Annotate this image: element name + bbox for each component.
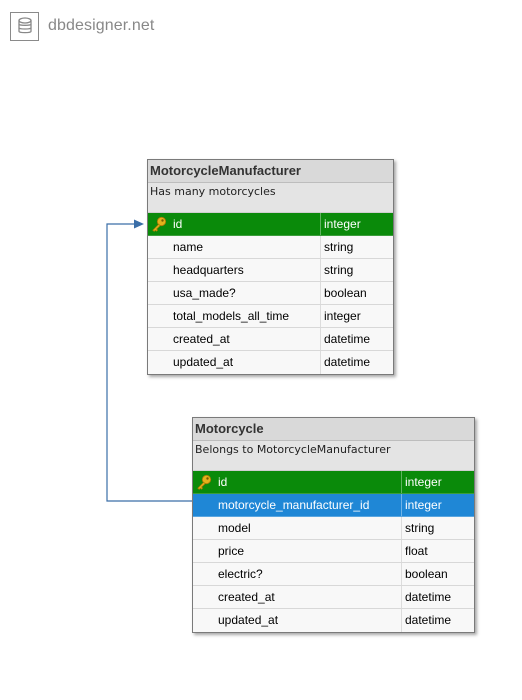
column-icon-slot — [193, 563, 215, 585]
column-icon-slot — [148, 236, 170, 258]
brand-name: dbdesigner.net — [48, 17, 155, 34]
column-icon-slot — [193, 586, 215, 608]
column-name: headquarters — [170, 259, 321, 281]
table-title: Motorcycle — [193, 418, 474, 441]
table-note: Has many motorcycles — [148, 183, 393, 213]
column-name: updated_at — [215, 609, 402, 632]
table-motorcyclemanufacturer[interactable]: MotorcycleManufacturer Has many motorcyc… — [147, 159, 394, 375]
table-note: Belongs to MotorcycleManufacturer — [193, 441, 474, 471]
column-name: electric? — [215, 563, 402, 585]
column-name: motorcycle_manufacturer_id — [215, 494, 402, 516]
column-icon-slot — [193, 540, 215, 562]
column-row-usa-made[interactable]: usa_made?boolean — [148, 282, 393, 305]
column-name: id — [170, 213, 321, 235]
column-row-electric[interactable]: electric?boolean — [193, 563, 474, 586]
primary-key-icon — [193, 471, 215, 493]
table-motorcycle[interactable]: Motorcycle Belongs to MotorcycleManufact… — [192, 417, 475, 633]
column-type: datetime — [405, 590, 452, 604]
column-name: created_at — [170, 328, 321, 350]
column-type: string — [324, 240, 354, 254]
column-type: datetime — [324, 332, 371, 346]
primary-key-icon — [148, 213, 170, 235]
column-name: price — [215, 540, 402, 562]
column-icon-slot — [148, 282, 170, 304]
column-type: string — [324, 263, 354, 277]
column-type: boolean — [324, 286, 367, 300]
column-name: name — [170, 236, 321, 258]
logo[interactable]: dbdesigner.net — [10, 10, 154, 42]
table-title: MotorcycleManufacturer — [148, 160, 393, 183]
column-name: id — [215, 471, 402, 493]
column-name: created_at — [215, 586, 402, 608]
column-name: total_models_all_time — [170, 305, 321, 327]
column-icon-slot — [148, 351, 170, 374]
column-type: string — [405, 521, 435, 535]
column-type: datetime — [324, 355, 371, 369]
database-icon — [10, 11, 39, 41]
column-icon-slot — [148, 259, 170, 281]
column-icon-slot — [193, 494, 215, 516]
column-type: integer — [324, 217, 361, 231]
column-type: float — [405, 544, 428, 558]
column-type: integer — [405, 475, 442, 489]
column-type: boolean — [405, 567, 448, 581]
column-icon-slot — [193, 609, 215, 632]
column-name: updated_at — [170, 351, 321, 374]
column-icon-slot — [148, 305, 170, 327]
column-name: model — [215, 517, 402, 539]
column-type: datetime — [405, 613, 452, 627]
column-type: integer — [405, 498, 442, 512]
column-icon-slot — [148, 328, 170, 350]
column-type: integer — [324, 309, 361, 323]
arrow-head-icon — [134, 219, 144, 229]
column-icon-slot — [193, 517, 215, 539]
column-name: usa_made? — [170, 282, 321, 304]
